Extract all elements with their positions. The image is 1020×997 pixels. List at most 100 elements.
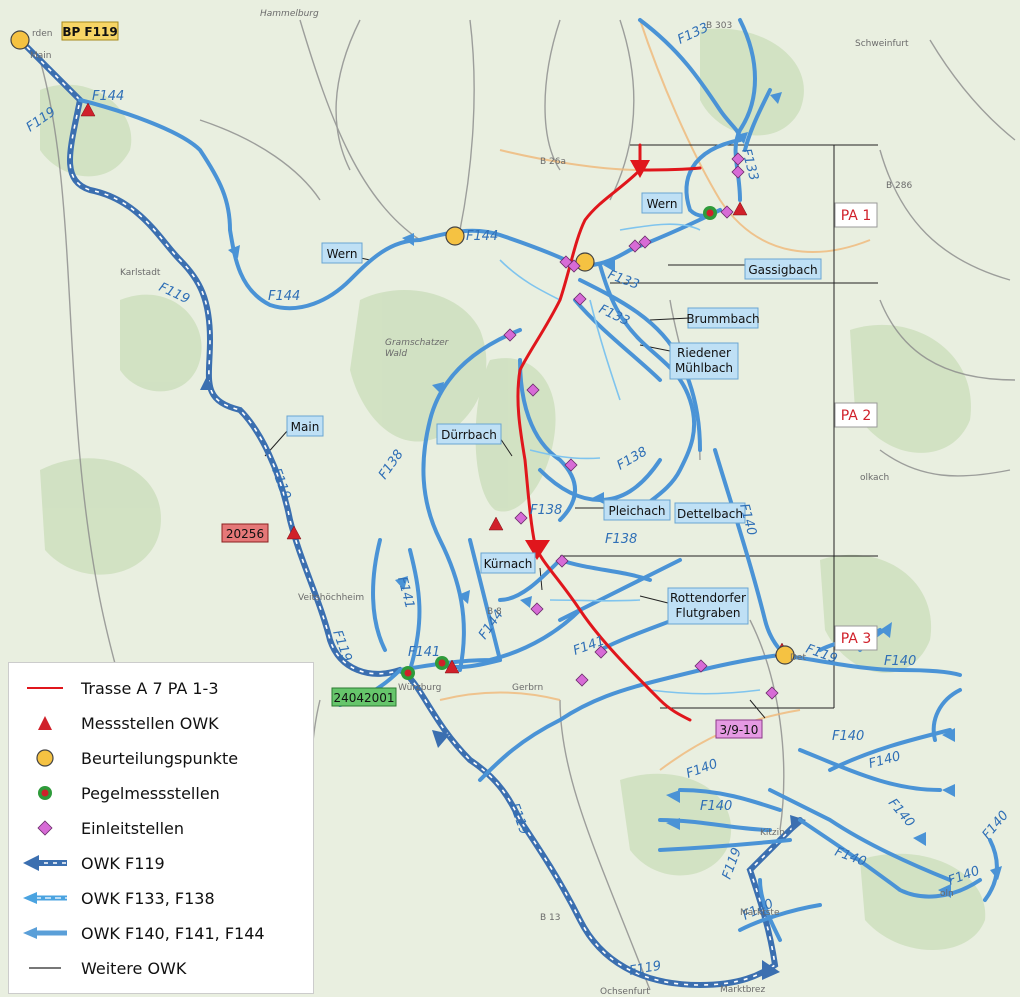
road-b8: B 8 (487, 607, 502, 617)
town-marktsteft: Marktste (740, 908, 780, 918)
dark-blue-dashed-arrow-icon (23, 855, 67, 871)
code-label-24042001: 24042001 (331, 687, 397, 707)
river-label-dettelbach: Dettelbach (677, 507, 743, 521)
river-label-pleichach: Pleichach (608, 504, 665, 518)
gauge-station-icon (38, 786, 52, 800)
pa-1-label: PA 1 (834, 202, 878, 228)
legend-label-discharge: Einleitstellen (81, 818, 185, 838)
label-box-wern-right (641, 192, 683, 214)
wb-code-f144-sw: F144 (268, 289, 300, 304)
town-ochsenfurt: Ochsenfurt (600, 987, 650, 997)
code-label-bp-f119: BP F119 (61, 21, 119, 41)
wb-code-f140-b: F140 (884, 654, 916, 669)
town-arden: rden (32, 29, 53, 39)
gauge-stations (401, 206, 717, 680)
label-box-brummbach (687, 307, 759, 329)
label-box-duerrbach (436, 423, 502, 445)
light-blue-streams (499, 223, 761, 695)
svg-text:20256: 20256 (226, 527, 264, 541)
town-kitzingen: Kitzin (760, 828, 785, 838)
legend-item-measuring: Messstellen OWK (9, 706, 313, 740)
town-schweinfurt: Schweinfurt (855, 39, 909, 49)
wb-code-f144-mid: F144 (466, 229, 498, 244)
label-box-dettelbach (674, 502, 746, 524)
town-karlstadt: Karlstadt (120, 268, 161, 278)
discharge-points (503, 152, 779, 700)
pink-diamond-icon (37, 820, 53, 836)
town-gerbrunn: Gerbrn (512, 683, 543, 693)
town-wuerzburg: Würzburg (398, 683, 441, 693)
town-veitshoechheim: Veitshöchheim (298, 593, 364, 603)
river-arrows (228, 92, 1002, 898)
label-box-gassigbach (744, 258, 822, 280)
pa-3-label: PA 3 (834, 625, 878, 651)
assessment-points (10, 30, 795, 665)
code-label-20256: 20256 (221, 523, 269, 543)
wb-code-f140-f: F140 (700, 799, 732, 814)
wb-code-f119-och: F119 (628, 959, 662, 979)
river-label-gassigbach: Gassigbach (748, 263, 817, 277)
wb-code-f141-b: F141 (408, 645, 440, 660)
wb-code-f138-c: F138 (530, 503, 562, 518)
other-owk-lines (39, 19, 1016, 991)
svg-text:24042001: 24042001 (333, 691, 394, 705)
red-line-icon (27, 687, 63, 689)
legend-item-discharge: Einleitstellen (9, 811, 313, 845)
svg-text:BP F119: BP F119 (62, 25, 117, 39)
wb-code-f140-c: F140 (832, 729, 864, 744)
river-label-wern-left: Wern (327, 247, 358, 261)
label-box-pleichach (603, 499, 671, 521)
road-b26a: B 26a (540, 157, 566, 167)
code-label-3-9-10: 3/9-10 (715, 719, 763, 739)
river-label-wern-right: Wern (647, 197, 678, 211)
river-label-main: Main (291, 420, 320, 434)
legend-item-route: Trasse A 7 PA 1-3 (9, 671, 313, 705)
legend-label-gauge: Pegelmessstellen (81, 783, 220, 803)
svg-text:PA 3: PA 3 (841, 631, 871, 647)
light-blue-dashed-arrow-icon (23, 892, 67, 904)
label-box-kuernach (480, 552, 536, 574)
town-volkach: olkach (860, 473, 889, 483)
yellow-circle-icon (36, 749, 54, 767)
route-a7-arrows (525, 160, 650, 560)
svg-text:PA 1: PA 1 (841, 208, 871, 224)
river-label-kuernach: Kürnach (484, 557, 533, 571)
road-b13: B 13 (540, 913, 561, 923)
legend-label-f119: OWK F119 (81, 853, 165, 873)
river-label-brummbach: Brummbach (686, 312, 759, 326)
town-dettelbach: Det (790, 653, 806, 663)
legend-item-assessment: Beurteilungspunkte (9, 741, 313, 775)
owk-f119-river (17, 37, 803, 989)
pa-2-label: PA 2 (834, 402, 878, 428)
town-sulzfeld: oln (940, 889, 954, 899)
legend-label-other: Weitere OWK (81, 958, 187, 978)
town-main-small: Main (30, 51, 52, 61)
label-box-main (286, 415, 324, 437)
legend-item-gauge: Pegelmessstellen (9, 776, 313, 810)
legend-label-route: Trasse A 7 PA 1-3 (81, 678, 219, 698)
svg-text:3/9-10: 3/9-10 (720, 723, 759, 737)
red-triangle-icon (38, 716, 52, 730)
legend-label-f140: OWK F140, F141, F144 (81, 923, 265, 943)
river-label-duerrbach: Dürrbach (441, 428, 497, 442)
wb-code-f138-d: F138 (605, 532, 637, 547)
legend-item-other: Weitere OWK (9, 951, 313, 985)
town-hammelburg: Hammelburg (260, 9, 319, 19)
town-marktbreit: Marktbrez (720, 985, 765, 995)
blue-arrow-icon (23, 927, 67, 939)
wb-code-f144-nw: F144 (92, 89, 124, 104)
legend: Trasse A 7 PA 1-3 Messstellen OWK Beurte… (8, 662, 314, 994)
road-b303: B 303 (706, 21, 732, 31)
legend-item-f140: OWK F140, F141, F144 (9, 916, 313, 950)
road-b286: B 286 (886, 181, 912, 191)
forest-areas (40, 28, 986, 950)
legend-item-f119: OWK F119 (9, 846, 313, 880)
label-box-riedener (669, 342, 739, 380)
legend-label-measuring: Messstellen OWK (81, 713, 219, 733)
legend-label-f133-f138: OWK F133, F138 (81, 888, 215, 908)
label-box-wern-left (321, 242, 363, 264)
gray-line-icon (29, 967, 61, 969)
